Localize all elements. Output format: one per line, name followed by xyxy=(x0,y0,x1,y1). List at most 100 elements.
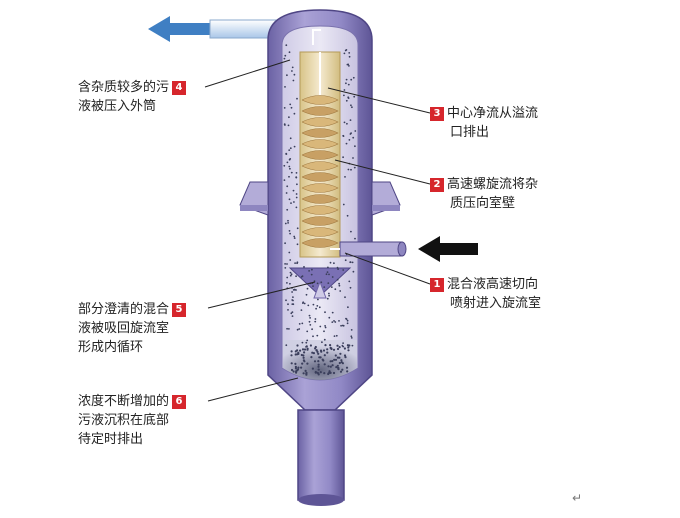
particle xyxy=(285,192,288,194)
particle xyxy=(305,373,308,376)
particle xyxy=(331,311,334,314)
particle xyxy=(336,364,339,367)
particle xyxy=(333,320,335,322)
particle xyxy=(305,341,308,344)
overflow-outlet-arrow xyxy=(148,16,210,42)
particle xyxy=(298,328,301,330)
particle xyxy=(346,214,349,217)
particle xyxy=(290,106,293,109)
particle xyxy=(335,334,338,337)
particle xyxy=(289,167,291,170)
particle xyxy=(300,309,303,311)
particle xyxy=(284,242,286,245)
particle xyxy=(314,371,317,374)
particle xyxy=(331,360,334,363)
particle xyxy=(287,124,290,127)
particle xyxy=(351,344,354,347)
particle xyxy=(321,341,323,344)
particle xyxy=(316,282,319,285)
particle xyxy=(327,372,330,375)
particle xyxy=(331,364,334,367)
particle xyxy=(329,360,332,363)
particle xyxy=(338,284,341,287)
particle xyxy=(295,176,298,179)
particle xyxy=(301,348,305,351)
particle xyxy=(339,352,342,355)
particle xyxy=(284,54,287,57)
particle xyxy=(311,351,314,354)
particle xyxy=(344,259,347,262)
leader-lines xyxy=(204,59,431,402)
particle xyxy=(288,149,291,152)
badge-4: 4 xyxy=(172,81,187,95)
particle xyxy=(344,296,346,299)
particle xyxy=(300,353,303,357)
particle xyxy=(324,344,327,347)
badge-2: 2 xyxy=(430,178,444,192)
particle xyxy=(299,349,302,352)
particle xyxy=(339,290,342,292)
particle xyxy=(337,366,340,370)
particle xyxy=(290,350,293,353)
particle xyxy=(305,293,308,296)
particle xyxy=(342,269,345,271)
particle xyxy=(336,278,339,281)
particle xyxy=(286,263,288,265)
return-mark: ↵ xyxy=(572,491,583,505)
particle xyxy=(352,76,355,79)
particle xyxy=(319,349,323,352)
particle xyxy=(294,262,296,264)
sediment-bed xyxy=(283,340,357,380)
particle xyxy=(296,368,300,371)
particle xyxy=(326,297,329,300)
particle xyxy=(293,112,296,115)
particle xyxy=(295,206,298,209)
particle xyxy=(330,286,333,288)
particle xyxy=(324,325,326,327)
particle xyxy=(352,157,354,159)
high-speed-spiral-flow xyxy=(301,95,339,248)
particle xyxy=(288,230,291,232)
spiral-band xyxy=(301,95,339,105)
particle xyxy=(317,365,320,368)
spiral-band xyxy=(301,139,339,149)
particle xyxy=(289,137,292,140)
particle xyxy=(303,266,305,268)
particle xyxy=(350,335,353,338)
particle xyxy=(345,366,349,369)
particle xyxy=(292,296,294,298)
particle xyxy=(347,97,350,99)
particle xyxy=(291,291,293,293)
particle xyxy=(350,78,353,81)
particle xyxy=(328,294,330,297)
particle xyxy=(297,366,300,369)
particle xyxy=(342,135,345,138)
particle xyxy=(345,78,348,81)
particle xyxy=(314,318,317,320)
badge-6: 6 xyxy=(172,395,187,409)
particle xyxy=(289,259,292,261)
particle xyxy=(284,222,287,225)
particle xyxy=(317,368,320,371)
particle xyxy=(352,270,355,273)
particle xyxy=(325,273,328,276)
particle xyxy=(318,306,321,309)
particle xyxy=(308,270,310,272)
particle xyxy=(349,286,352,289)
particle xyxy=(295,275,297,278)
particle xyxy=(341,368,344,371)
particle xyxy=(286,185,289,188)
particle xyxy=(328,370,331,373)
particle xyxy=(323,330,325,333)
particle xyxy=(286,74,288,77)
particle xyxy=(309,324,312,326)
particle xyxy=(338,356,341,359)
particle xyxy=(291,311,294,313)
particle xyxy=(288,116,290,119)
particle xyxy=(336,347,340,351)
particle xyxy=(335,366,338,369)
particle xyxy=(331,321,334,323)
particle xyxy=(286,327,288,330)
particle xyxy=(336,344,339,347)
